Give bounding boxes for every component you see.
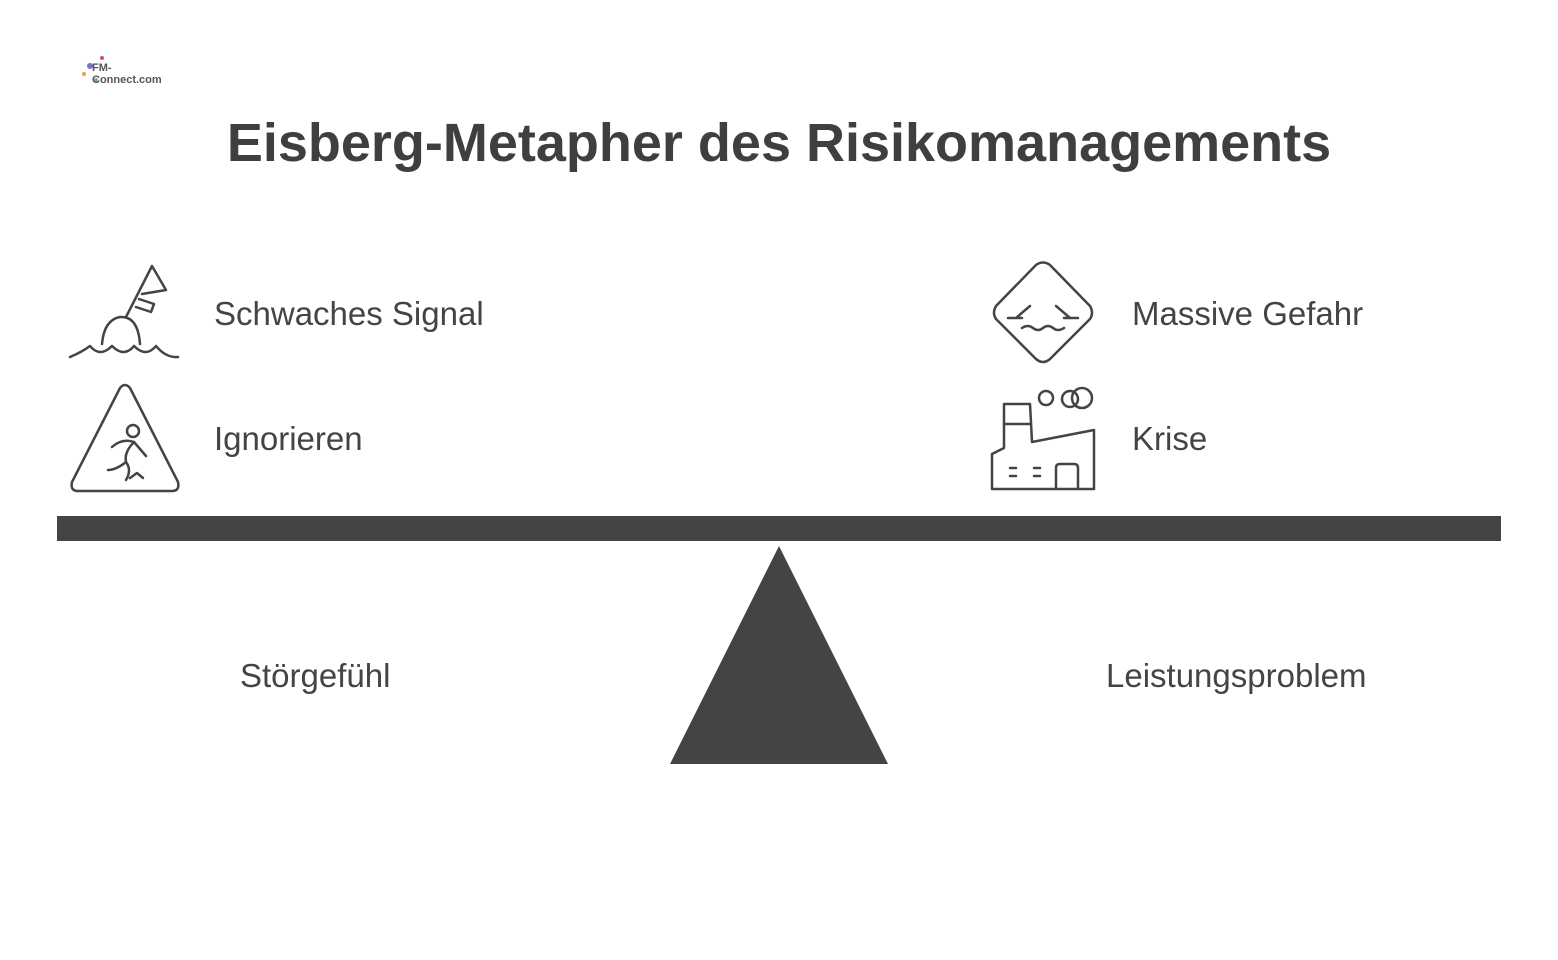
balance-beam — [57, 516, 1501, 541]
logo-graphic — [82, 56, 104, 82]
fulcrum-triangle — [670, 546, 888, 769]
bottom-left-label: Störgefühl — [240, 657, 391, 694]
danger-diamond-icon — [990, 261, 1096, 365]
right-item-label: Massive Gefahr — [1132, 295, 1364, 332]
logo-text: FM-Connect.com — [92, 62, 162, 86]
page-title: Eisberg-Metapher des Risikomanagements — [226, 113, 1332, 173]
left-item-label: Schwaches Signal — [214, 295, 484, 332]
right-item-label: Krise — [1132, 420, 1208, 457]
bottom-right-label: Leistungsproblem — [1106, 657, 1367, 694]
warning-triangle-icon — [68, 382, 182, 494]
left-item-label: Ignorieren — [214, 420, 363, 457]
buoy-icon — [68, 264, 182, 364]
logo: FM-Connect.com — [78, 54, 162, 86]
factory-icon — [990, 384, 1098, 492]
